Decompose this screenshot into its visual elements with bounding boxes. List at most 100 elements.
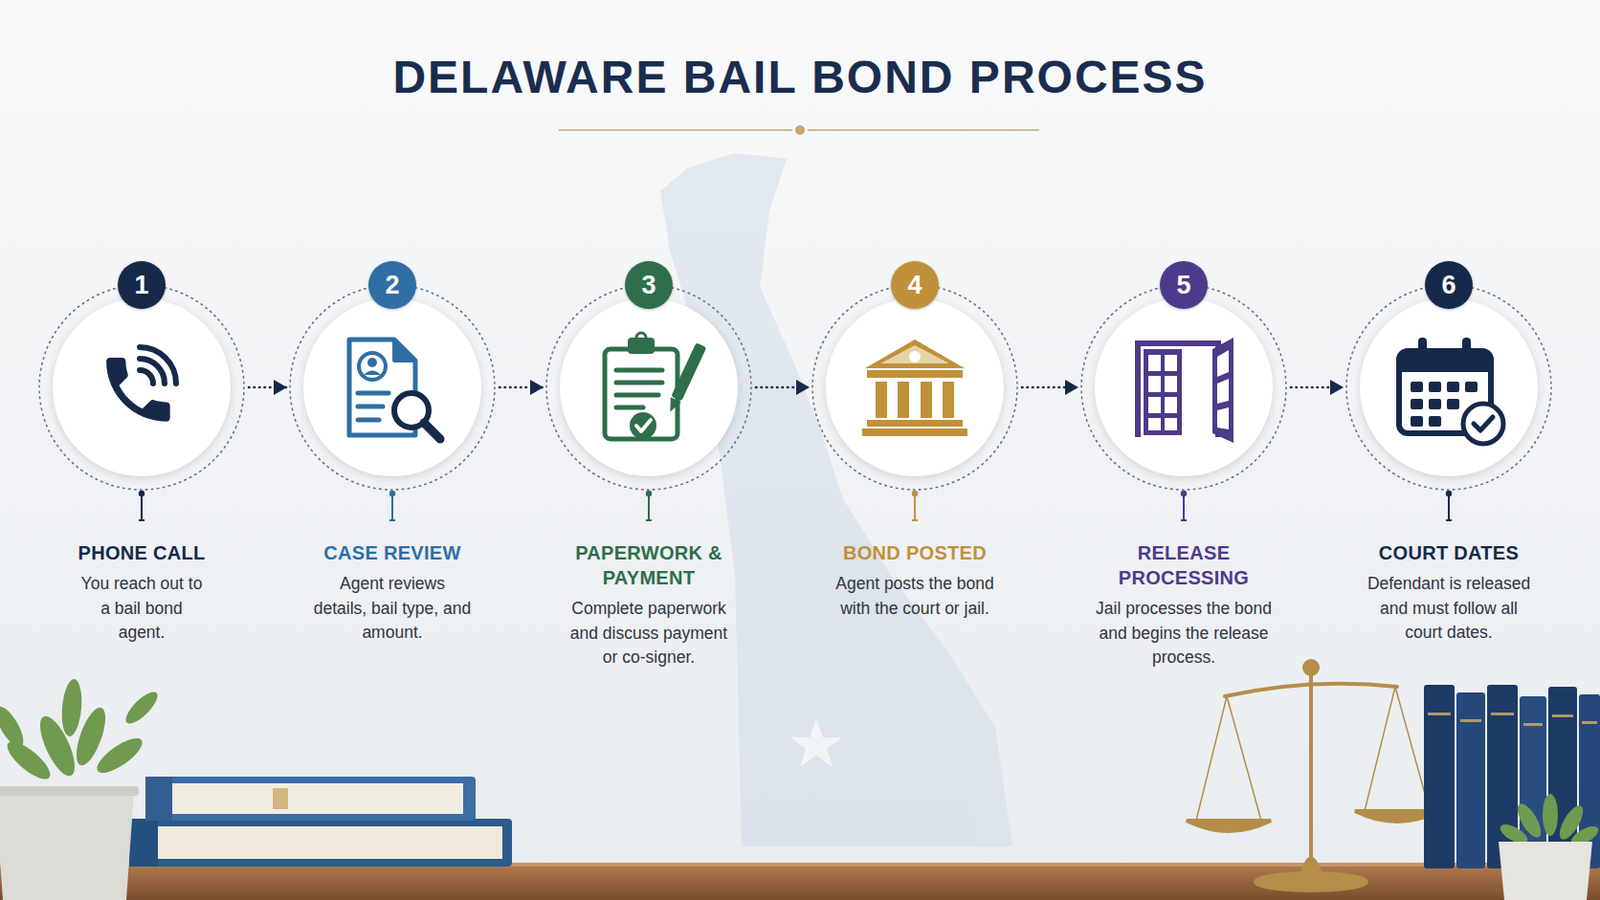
- stem-tick: [138, 519, 145, 522]
- step-heading: PAPERWORK & PAYMENT: [543, 540, 755, 591]
- step-icon: [1399, 337, 1504, 445]
- right-plant: [1497, 794, 1600, 900]
- left-plant: [0, 703, 29, 753]
- left-books: [145, 777, 173, 822]
- stem-line: [140, 493, 143, 521]
- step-number: 2: [368, 261, 417, 310]
- justice-scales: [1186, 821, 1271, 832]
- process-step: 5RELEASE PROCESSING Jail processes the bo…: [1078, 253, 1289, 671]
- dotted-ring: [546, 285, 752, 490]
- step-icon: [862, 339, 968, 437]
- justice-scales: [1301, 859, 1321, 877]
- right-plant: [1542, 794, 1558, 837]
- left-plant: [59, 678, 84, 738]
- left-books: [272, 788, 289, 810]
- step-heading: BOND POSTED: [809, 540, 1021, 566]
- justice-scales: [1304, 661, 1318, 675]
- desk: [0, 865, 1600, 900]
- step-icon: [106, 347, 177, 423]
- flow-arrow: [248, 386, 287, 390]
- justice-scales: [1364, 687, 1396, 812]
- title-divider: [807, 129, 1040, 132]
- step-icon: [604, 333, 707, 440]
- state-map-watermark: [790, 719, 843, 768]
- step-heading: PHONE CALL: [36, 540, 247, 566]
- left-plant: [0, 792, 134, 900]
- step-heading: COURT DATES: [1343, 540, 1555, 566]
- stem-line: [1447, 493, 1450, 521]
- stem-line: [391, 493, 394, 521]
- justice-scales: [1196, 696, 1227, 822]
- process-step: 4BOND POSTED Agent posts the bond with th…: [809, 253, 1021, 622]
- right-books: [1423, 685, 1455, 869]
- right-books: [1427, 712, 1598, 727]
- dotted-ring: [1081, 285, 1287, 490]
- dotted-ring: [39, 285, 245, 490]
- right-books: [1456, 692, 1486, 869]
- state-map-watermark: [660, 153, 1013, 847]
- stem-line: [647, 493, 650, 521]
- step-description: Jail processes the bond and begins the r…: [1089, 597, 1278, 671]
- step-icon: [1137, 337, 1234, 444]
- stem-tick: [645, 519, 652, 522]
- flow-arrow: [499, 386, 543, 390]
- left-books: [129, 819, 158, 867]
- inner-circle: [1359, 298, 1538, 477]
- diagram-title: DELAWARE BAIL BOND PROCESS: [0, 49, 1600, 106]
- inner-circle: [303, 298, 482, 477]
- right-books: [1581, 721, 1598, 725]
- justice-scales: [1309, 669, 1313, 876]
- process-step: 3PAPERWORK & PAYMENTComplete paperwork a…: [543, 253, 755, 671]
- process-step: 6COURT DATESDefendant is released and mu…: [1343, 253, 1555, 646]
- dotted-ring: [289, 285, 495, 490]
- left-books: [145, 777, 476, 822]
- process-step: 1PHONE CALL You reach out to a bail bond …: [36, 253, 247, 646]
- flow-arrow: [755, 386, 809, 390]
- stem-tick: [1180, 519, 1187, 522]
- step-heading: RELEASE PROCESSING: [1078, 540, 1289, 591]
- inner-circle: [52, 298, 231, 477]
- stem-line: [913, 493, 916, 521]
- stem-tick: [389, 519, 396, 522]
- step-description: Agent reviews details, bail type, and am…: [311, 572, 473, 646]
- step-icon: [349, 339, 441, 440]
- step-description: You reach out to a bail bond agent.: [79, 572, 204, 646]
- left-books: [129, 819, 512, 867]
- state-map-watermark: [660, 153, 1013, 847]
- right-plant: [1498, 842, 1593, 900]
- desk: [0, 863, 1600, 900]
- dotted-ring: [812, 285, 1018, 490]
- dotted-ring: [1346, 285, 1552, 490]
- right-books: [1552, 714, 1574, 718]
- step-description: Agent posts the bond with the court or j…: [819, 572, 1011, 622]
- right-books: [1490, 712, 1514, 716]
- inner-circle: [825, 298, 1004, 477]
- right-plant: [1497, 794, 1600, 850]
- title-divider: [558, 125, 1040, 135]
- left-books: [160, 783, 464, 815]
- justice-scales: [1186, 661, 1440, 891]
- stem-tick: [911, 519, 918, 522]
- left-plant: [0, 786, 139, 797]
- process-step: 2CASE REVIEW Agent reviews details, bail …: [287, 253, 498, 646]
- left-plant: [0, 678, 162, 900]
- left-plant: [91, 733, 147, 780]
- step-heading: CASE REVIEW: [287, 540, 498, 566]
- step-number: 5: [1159, 261, 1208, 310]
- justice-scales: [1255, 873, 1367, 891]
- left-books: [129, 777, 512, 867]
- step-number: 1: [117, 261, 166, 310]
- inner-circle: [559, 298, 738, 477]
- left-plant: [1, 735, 56, 785]
- inner-circle: [1094, 298, 1273, 477]
- step-number: 4: [890, 261, 939, 310]
- step-description: Defendant is released and must follow al…: [1359, 572, 1538, 646]
- stem-line: [1182, 493, 1185, 521]
- step-number: 3: [624, 261, 673, 310]
- flow-arrow: [1290, 386, 1343, 390]
- left-books: [143, 826, 503, 860]
